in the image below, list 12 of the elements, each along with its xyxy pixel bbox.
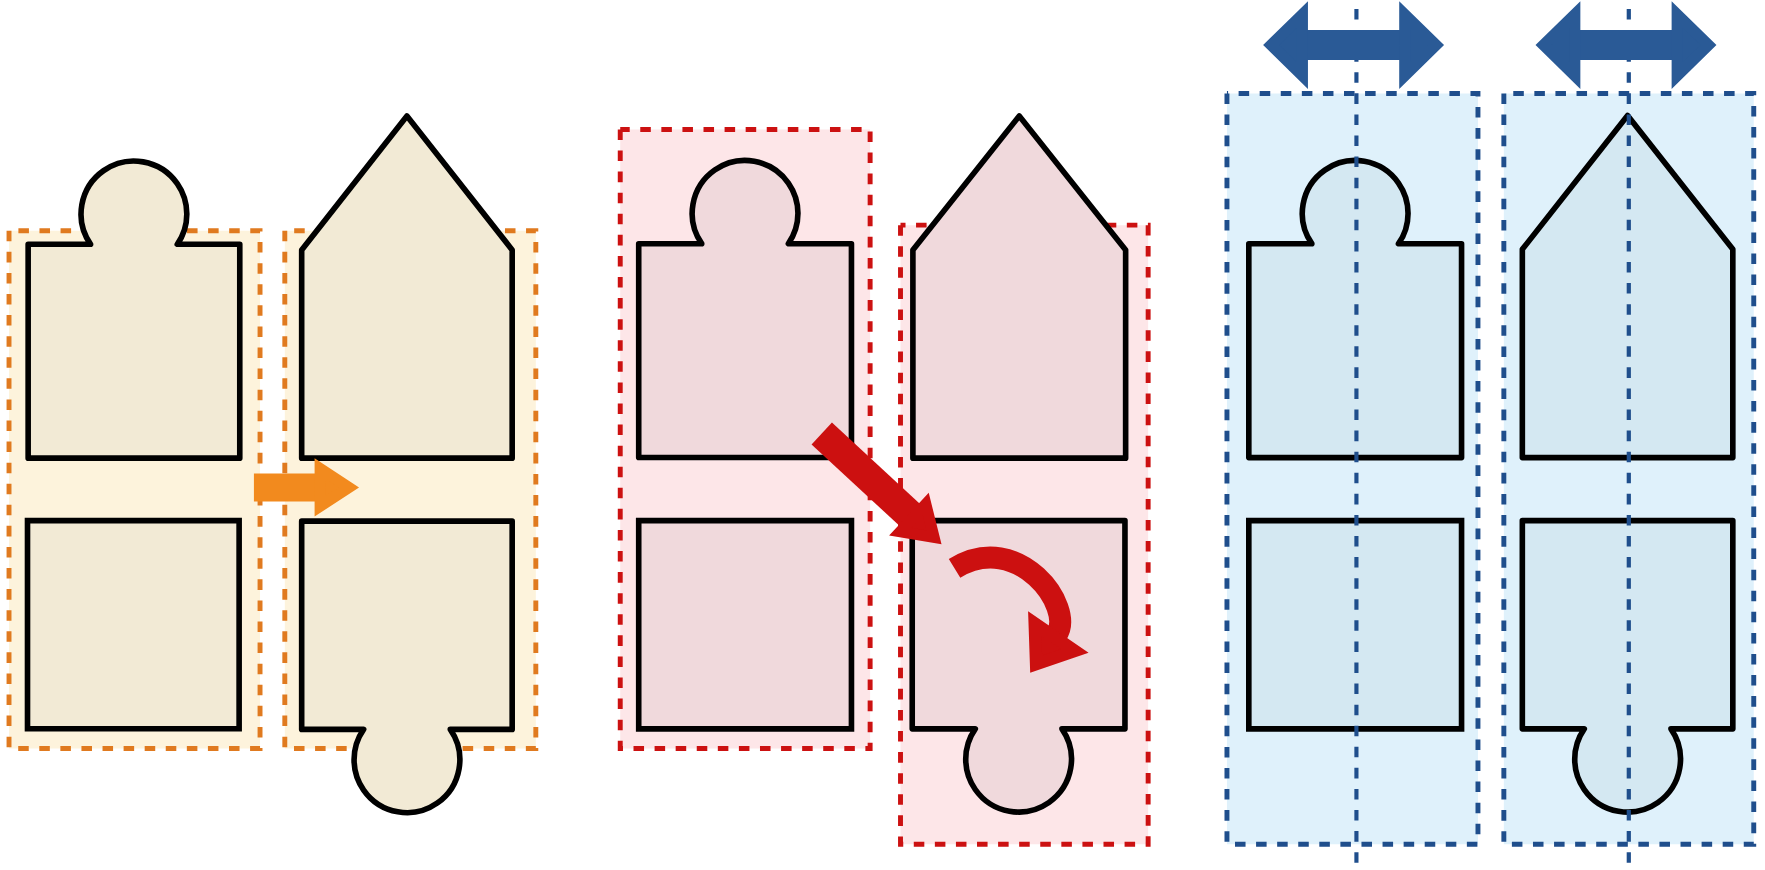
knob-piece — [298, 518, 515, 816]
knob-piece — [1519, 517, 1736, 815]
square-piece — [24, 517, 242, 732]
knob-piece — [635, 157, 855, 461]
pointed-piece — [910, 113, 1129, 461]
square-piece — [635, 517, 855, 732]
knob-piece — [25, 158, 243, 461]
knob-piece — [909, 517, 1128, 815]
square-piece — [1246, 517, 1465, 732]
pointed-piece — [298, 113, 515, 461]
pointed-piece — [1519, 112, 1736, 461]
knob-piece — [1246, 157, 1465, 461]
